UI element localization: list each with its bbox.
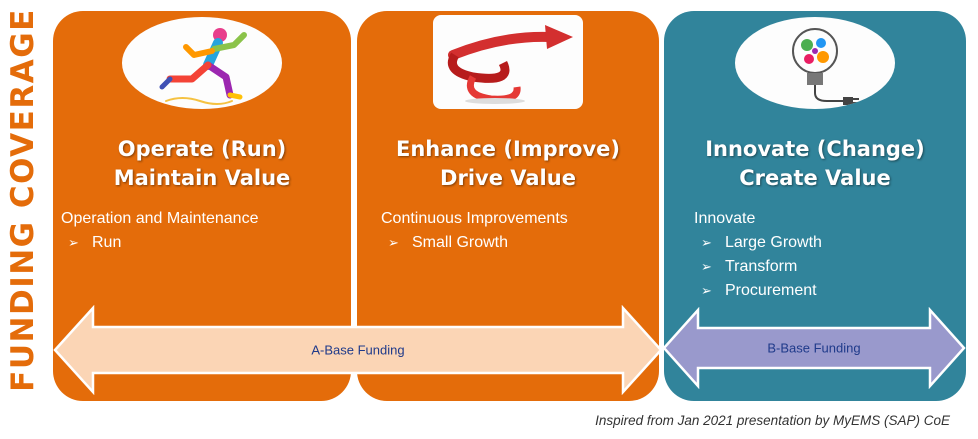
panel-description: Operation and Maintenance ➢ Run	[61, 207, 343, 255]
bullet-arrow-icon: ➢	[68, 235, 79, 250]
list-item: ➢ Small Growth	[381, 231, 651, 255]
panel-subtitle: Create Value	[739, 166, 891, 190]
funding-coverage-title: FUNDING COVERAGE	[5, 8, 42, 392]
list-item: ➢ Transform	[694, 255, 958, 279]
bullet-arrow-icon: ➢	[701, 283, 712, 298]
a-base-funding-arrow: A-Base Funding	[53, 305, 663, 395]
panel-heading: Enhance (Improve) Drive Value	[357, 135, 659, 193]
lightbulb-gears-icon	[735, 17, 895, 109]
list-item: ➢ Procurement	[694, 279, 958, 303]
list-item-text: Procurement	[725, 282, 817, 299]
list-item-text: Large Growth	[725, 234, 822, 251]
bullet-arrow-icon: ➢	[701, 259, 712, 274]
bullet-arrow-icon: ➢	[701, 235, 712, 250]
panel-title: Operate (Run)	[117, 137, 287, 161]
description-text: Continuous Improvements	[381, 210, 568, 227]
arrow-label: A-Base Funding	[311, 342, 405, 358]
b-base-funding-arrow: B-Base Funding	[662, 307, 966, 389]
bullet-arrow-icon: ➢	[388, 235, 399, 250]
panel-subtitle: Maintain Value	[113, 166, 291, 190]
list-item-text: Small Growth	[412, 234, 509, 251]
panel-description: Innovate ➢ Large Growth ➢ Transform ➢ Procu…	[694, 207, 958, 303]
list-item: ➢ Run	[61, 231, 343, 255]
panel-title: Innovate (Change)	[705, 137, 925, 161]
double-arrow-shape	[662, 307, 966, 389]
description-text: Operation and Maintenance	[61, 210, 259, 227]
panel-subtitle: Drive Value	[440, 166, 576, 190]
list-item-text: Run	[92, 234, 122, 251]
arrow-label: B-Base Funding	[767, 340, 861, 356]
side-title-container: FUNDING COVERAGE	[0, 0, 46, 400]
panel-title: Enhance (Improve)	[395, 137, 620, 161]
panel-heading: Innovate (Change) Create Value	[664, 135, 966, 193]
list-item-text: Transform	[725, 258, 798, 275]
description-text: Innovate	[694, 210, 756, 227]
double-arrow-shape	[53, 305, 663, 395]
panel-heading: Operate (Run) Maintain Value	[53, 135, 351, 193]
red-spiral-arrow-icon	[433, 15, 583, 109]
list-item: ➢ Large Growth	[694, 231, 958, 255]
panel-description: Continuous Improvements ➢ Small Growth	[381, 207, 651, 255]
credit-text: Inspired from Jan 2021 presentation by M…	[595, 413, 950, 428]
running-athlete-icon	[122, 17, 282, 109]
